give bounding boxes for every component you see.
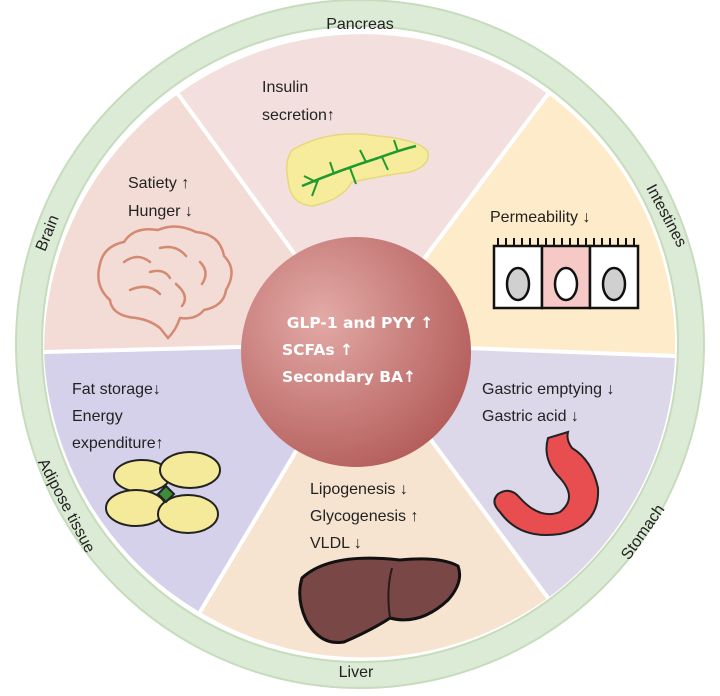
liver-line-2: Glycogenesis ↑ xyxy=(310,508,419,525)
stomach-line-1: Gastric emptying ↓ xyxy=(482,381,614,398)
pancreas-line-2: secretion↑ xyxy=(262,107,335,124)
brain-line-1: Satiety ↑ xyxy=(128,175,189,192)
center-line-2: SCFAs ↑ xyxy=(282,341,353,359)
pancreas-icon xyxy=(285,133,429,207)
center-line-3: Secondary BA↑ xyxy=(282,368,416,386)
center-hub xyxy=(241,237,471,467)
intestinal-cells-icon xyxy=(492,238,640,310)
liver-line-3: VLDL ↓ xyxy=(310,535,362,552)
ring-label-liver: Liver xyxy=(339,664,374,681)
sector-pancreas xyxy=(178,34,548,345)
stomach-icon xyxy=(493,430,600,536)
adipose-line-3: expenditure↑ xyxy=(72,435,164,452)
brain-line-2: Hunger ↓ xyxy=(128,203,193,220)
pancreas-line-1: Insulin xyxy=(262,79,308,96)
liver-line-1: Lipogenesis ↓ xyxy=(310,481,408,498)
ring-label-pancreas: Pancreas xyxy=(326,16,394,33)
intestines-line-1: Permeability ↓ xyxy=(490,209,590,226)
center-line-1: GLP-1 and PYY ↑ xyxy=(287,314,433,332)
adipose-line-1: Fat storage↓ xyxy=(72,381,161,398)
brain-icon xyxy=(97,225,233,340)
stomach-line-2: Gastric acid ↓ xyxy=(482,408,579,425)
adipocytes-icon xyxy=(105,451,221,534)
liver-icon xyxy=(298,556,462,645)
sector-liver xyxy=(200,344,548,658)
adipose-line-2: Energy xyxy=(72,408,123,425)
